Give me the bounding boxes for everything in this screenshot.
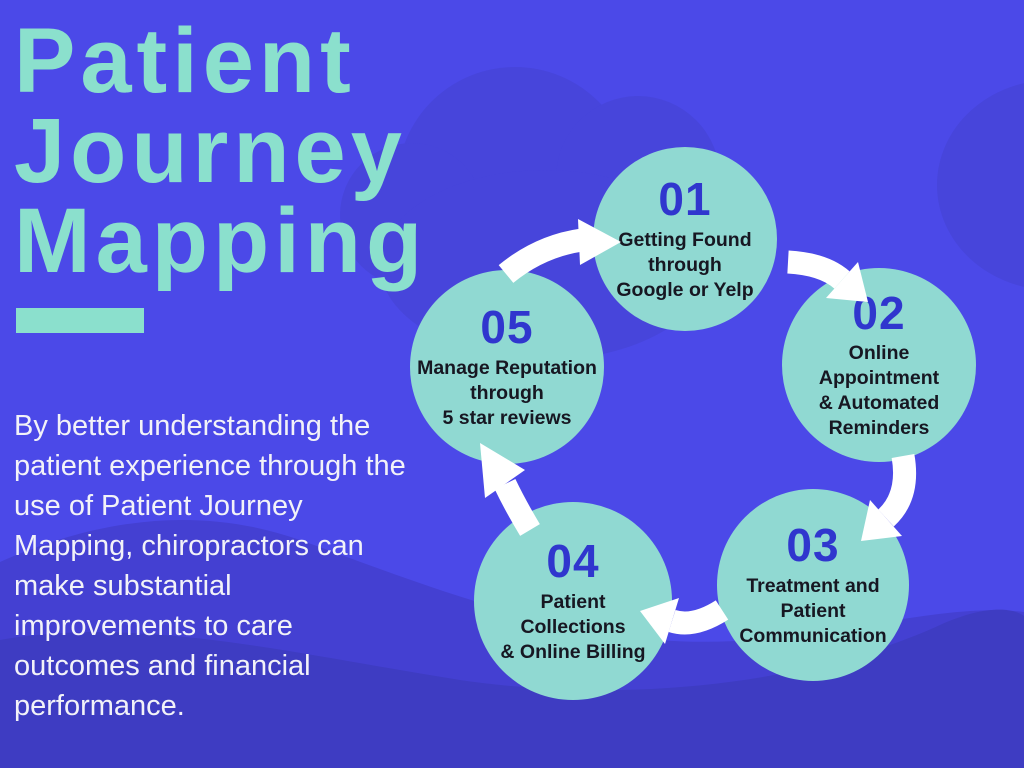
step-number: 04 [546, 535, 600, 588]
step-circle-04: 04 Patient Collections & Online Billing [474, 502, 672, 700]
step-label: Manage Reputation through 5 star reviews [417, 356, 597, 429]
step-circle-01: 01 Getting Found through Google or Yelp [593, 147, 777, 331]
step-number: 03 [786, 519, 840, 572]
step-number: 02 [852, 286, 906, 339]
step-label: Treatment and Patient Communication [739, 574, 887, 647]
wave-shape-lower [0, 609, 1024, 768]
step-number: 05 [480, 301, 534, 354]
step-label: Getting Found through Google or Yelp [616, 228, 754, 301]
step-circle-03: 03 Treatment and Patient Communication [717, 489, 909, 681]
step-circle-02: 02 Online Appointment & Automated Remind… [782, 268, 976, 462]
step-label: Online Appointment & Automated Reminders [818, 342, 940, 440]
step-label: Patient Collections & Online Billing [500, 590, 646, 663]
description-text: By better understanding the patient expe… [14, 410, 406, 722]
title-underline [16, 308, 144, 333]
page-title: Patient Journey Mapping [14, 10, 428, 292]
step-number: 01 [658, 173, 712, 226]
step-circle-05: 05 Manage Reputation through 5 star revi… [410, 270, 604, 464]
